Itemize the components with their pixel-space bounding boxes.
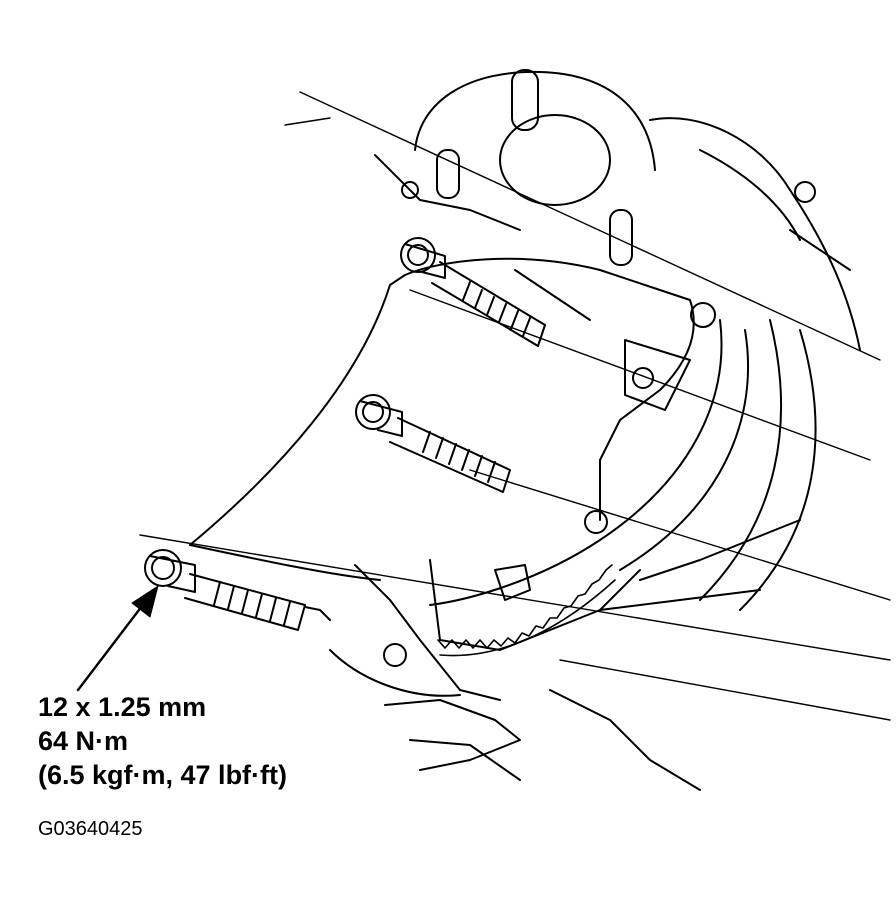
- lower-structure: [384, 519, 801, 791]
- ring-gear-teeth: [437, 564, 616, 657]
- torque-alt-label: (6.5 kgf·m, 47 lbf·ft): [38, 760, 288, 790]
- bolt-upper: [400, 237, 546, 347]
- thread-size-label: 12 x 1.25 mm: [38, 692, 207, 722]
- callout-arrow: [76, 585, 159, 692]
- upper-housing: [374, 69, 861, 351]
- mount-bracket: [189, 257, 716, 667]
- torque-specification: 12 x 1.25 mm 64 N·m (6.5 kgf·m, 47 lbf·f…: [38, 690, 287, 792]
- construction-lines: [139, 91, 891, 721]
- gear-housing: [329, 319, 817, 701]
- figure-id: G03640425: [38, 818, 143, 840]
- bolt-middle: [355, 394, 511, 493]
- bolt-lower: [144, 549, 331, 631]
- torque-nm-label: 64 N·m: [38, 726, 129, 756]
